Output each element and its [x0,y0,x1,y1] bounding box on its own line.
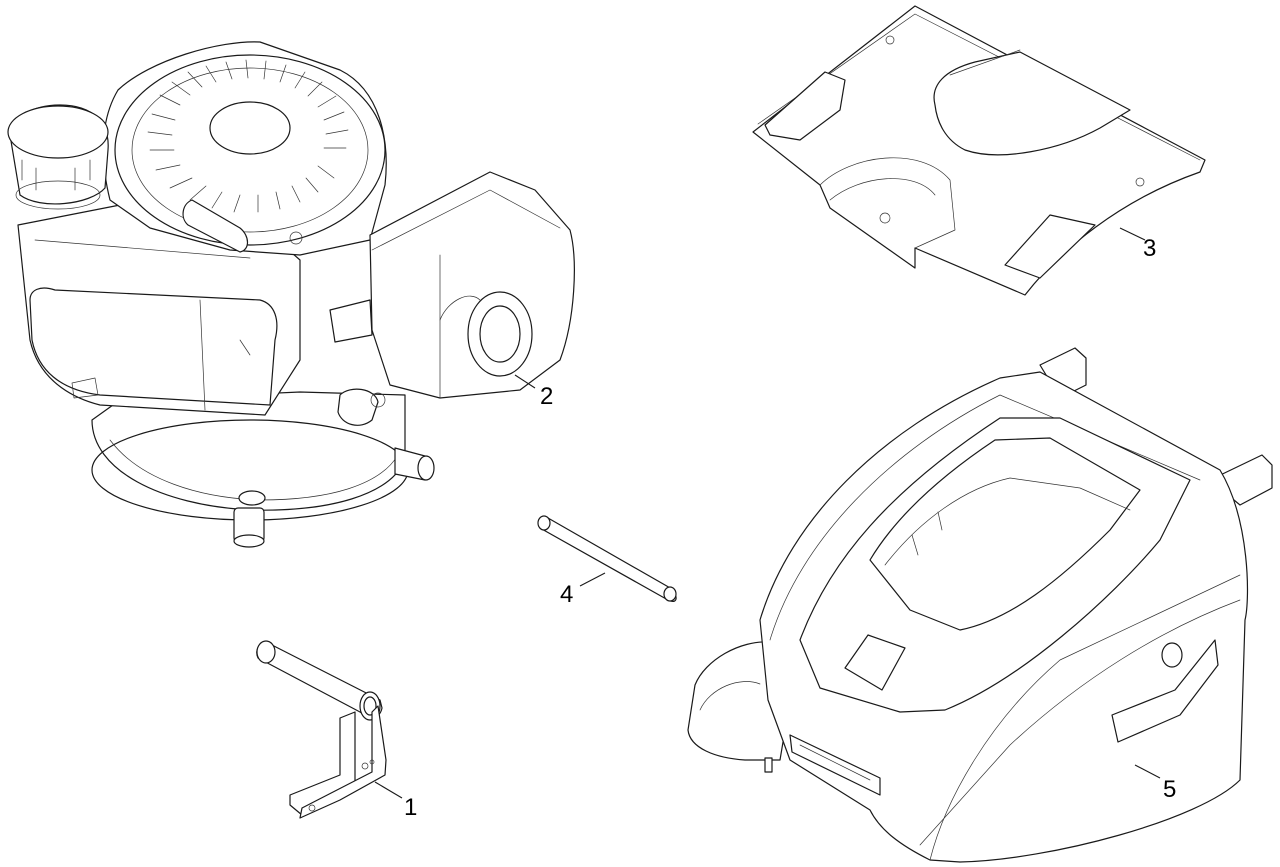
pin-part: 4 [537,515,677,608]
callout-3: 3 [1143,235,1156,262]
callout-2: 2 [540,383,553,410]
cover-plate-part: 3 [752,5,1206,296]
callout-5: 5 [1163,776,1176,803]
hood-part: 5 [687,347,1273,863]
callout-1: 1 [404,794,417,821]
bracket-part: 1 [256,640,417,821]
callout-4: 4 [560,581,573,608]
engine-part: 2 [7,41,575,548]
starter-vents [147,59,349,213]
